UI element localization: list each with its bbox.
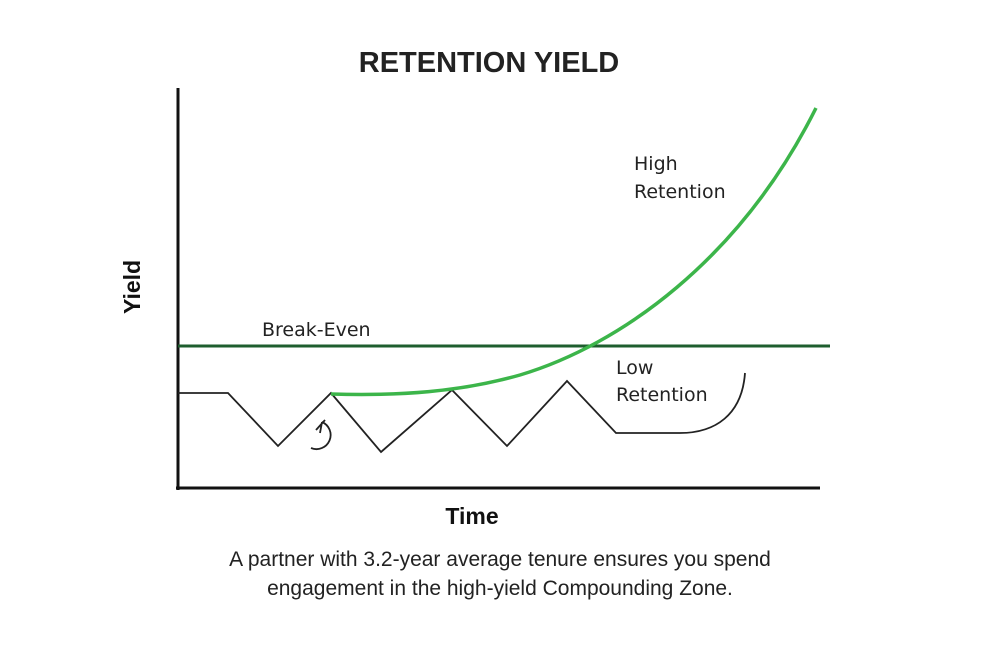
- break-even-label: Break-Even: [262, 319, 371, 341]
- cycle-arrow-icon: [310, 419, 332, 451]
- low-retention-line: [178, 372, 746, 454]
- caption: A partner with 3.2-year average tenure e…: [0, 545, 1000, 603]
- high-retention-label-line2: Retention: [634, 181, 726, 203]
- chart-title: RETENTION YIELD: [359, 47, 620, 79]
- low-retention-label-line1: Low: [616, 357, 653, 379]
- high-retention-label-line1: High: [634, 153, 678, 175]
- caption-line1: A partner with 3.2-year average tenure e…: [229, 548, 771, 571]
- x-axis-label: Time: [445, 503, 498, 529]
- y-axis-label: Yield: [119, 260, 145, 314]
- low-retention-label-line2: Retention: [616, 384, 708, 406]
- high-retention-curve: [330, 107, 818, 397]
- caption-line2: engagement in the high-yield Compounding…: [267, 577, 733, 600]
